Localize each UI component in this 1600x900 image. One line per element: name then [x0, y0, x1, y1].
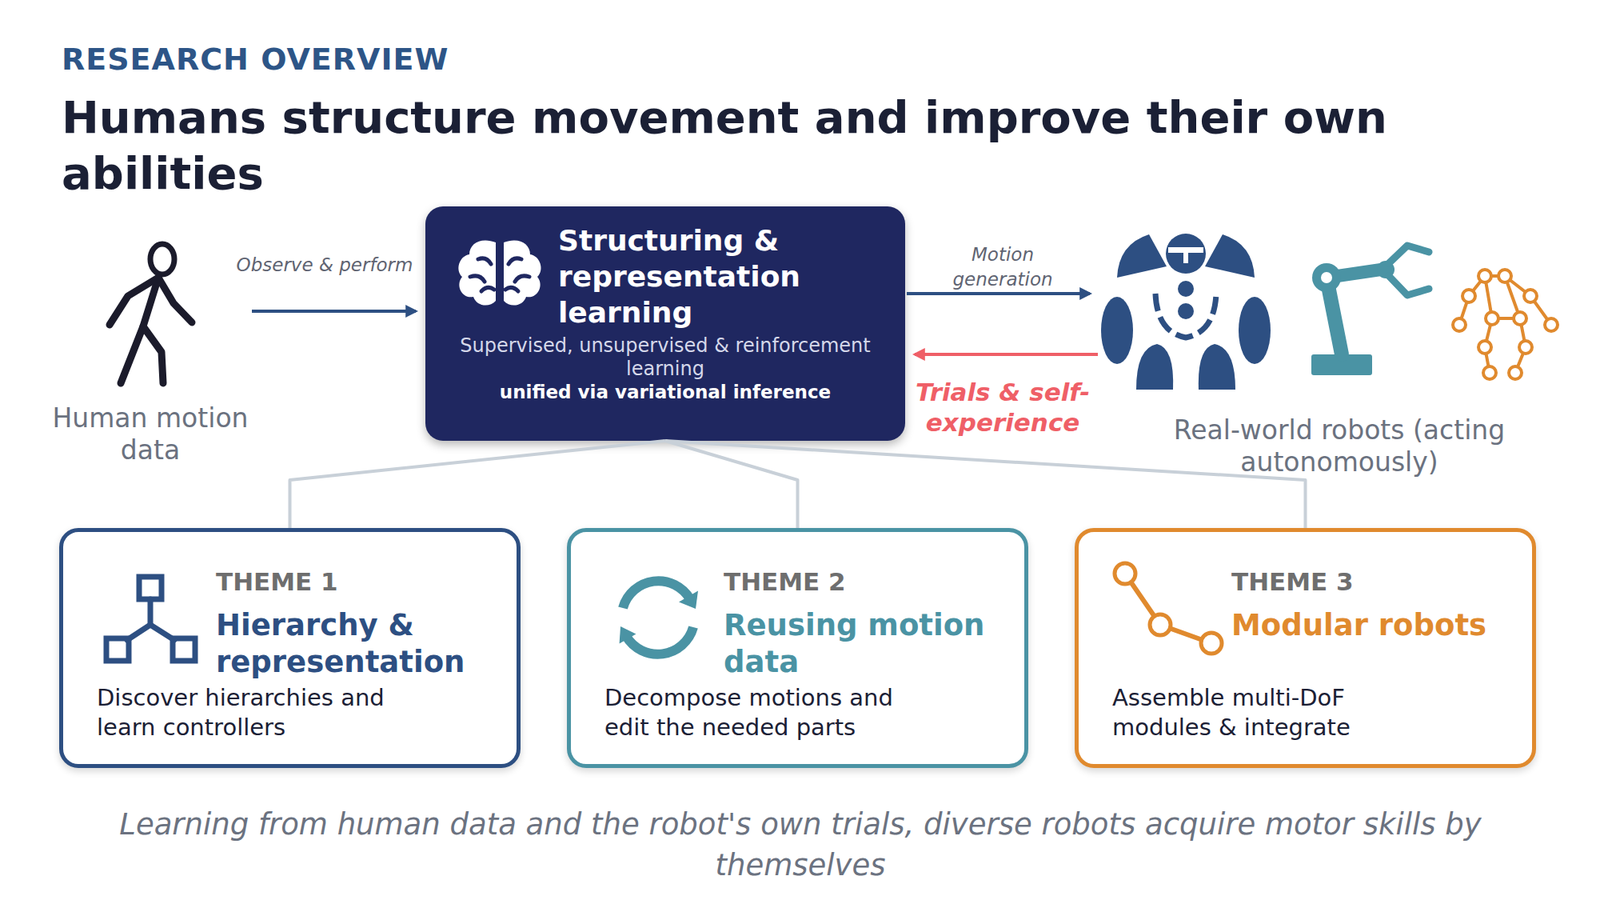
module-chain-icon	[1114, 562, 1222, 654]
edge-label: Trials & self-experience	[898, 376, 1107, 438]
branch-connector	[665, 440, 799, 528]
theme-number: THEME 2	[723, 566, 964, 596]
flow-arrow	[251, 309, 416, 313]
theme-box: THEME 1 Hierarchy & representationDiscove…	[59, 527, 521, 768]
humanoid-robot-icon	[1101, 233, 1271, 390]
robot-arm-icon	[1311, 245, 1429, 376]
process-box: Structuring & representation learningSup…	[425, 206, 906, 441]
slide-title: Humans structure movement and improve th…	[61, 89, 1541, 202]
theme-number: THEME 3	[1231, 566, 1472, 596]
theme-body: Discover hierarchies and learn controlle…	[96, 682, 385, 743]
slide-caption: Learning from human data and the robot's…	[92, 803, 1509, 886]
theme-heading: Hierarchy & representation	[215, 606, 512, 681]
section-kicker: RESEARCH OVERVIEW	[61, 39, 622, 79]
source-node: Human motion data	[50, 231, 251, 472]
node-label: Real-world robots (acting autonomously)	[1147, 414, 1532, 479]
theme-number: THEME 1	[215, 566, 456, 596]
box-subtitle: Supervised, unsupervised & reinforcement…	[433, 334, 898, 381]
branch-connector	[290, 440, 667, 528]
flow-arrow	[906, 291, 1090, 296]
cycle-arrows-icon	[619, 580, 699, 654]
theme-heading: Modular robots	[1231, 606, 1528, 644]
target-node: Real-world robots (acting autonomously)	[1099, 227, 1580, 476]
flow-arrow	[914, 352, 1098, 356]
theme-heading: Reusing motion data	[723, 606, 1020, 681]
brain-icon	[458, 239, 541, 305]
node-label: Human motion data	[50, 402, 251, 467]
theme-box: THEME 2 Reusing motion dataDecompose moti…	[566, 527, 1029, 768]
human-figure-icon	[109, 243, 192, 384]
theme-body: Assemble multi-DoF modules & integrate	[1112, 682, 1401, 743]
theme-box: THEME 3 Modular robotsAssemble multi-DoF …	[1074, 527, 1537, 768]
box-heading: Structuring & representation learning	[558, 222, 894, 331]
edge-label: Observe & perform	[204, 252, 445, 278]
branch-connector	[665, 440, 1306, 528]
edge-label: Motion generation	[934, 242, 1071, 292]
hierarchy-icon	[106, 576, 196, 661]
theme-body: Decompose motions and edit the needed pa…	[604, 682, 941, 743]
box-emphasis: unified via variational inference	[433, 380, 898, 404]
modular-robot-icon	[1452, 269, 1558, 380]
